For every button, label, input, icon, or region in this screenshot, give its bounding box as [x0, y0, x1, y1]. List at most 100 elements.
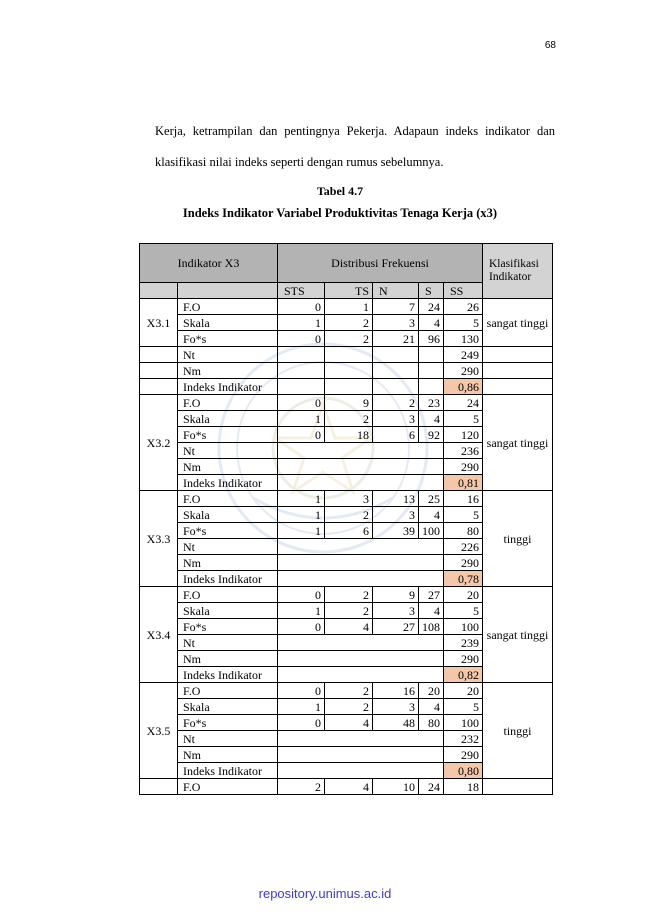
row-label: Indeks Indikator — [177, 762, 278, 779]
cell-value: 5 — [443, 410, 483, 427]
blank-cell — [418, 362, 444, 379]
row-label: Nm — [177, 554, 278, 571]
total-value: 290 — [443, 746, 483, 763]
cell-value: 2 — [324, 682, 373, 699]
cell-value: 0 — [277, 394, 325, 411]
klasifikasi-value: sangat tinggi — [482, 298, 553, 347]
cell-value: 1 — [277, 602, 325, 619]
indeks-value: 0,81 — [443, 474, 483, 491]
footer-repository-link[interactable]: repository.unimus.ac.id — [258, 886, 392, 901]
header-klasifikasi: Klasifikasi Indikator — [482, 243, 553, 299]
row-label: Skala — [177, 602, 278, 619]
page-number: 68 — [544, 40, 556, 51]
klasifikasi-blank — [482, 346, 553, 363]
indeks-value: 0,78 — [443, 570, 483, 587]
cell-value: 6 — [324, 522, 373, 539]
row-label: Nt — [177, 442, 278, 459]
klasifikasi-blank — [482, 362, 553, 379]
cell-value: 2 — [324, 410, 373, 427]
total-value: 249 — [443, 346, 483, 363]
cell-value: 23 — [418, 394, 444, 411]
row-label: F.O — [177, 778, 278, 795]
cell-value: 100 — [443, 714, 483, 731]
blank-cell — [277, 346, 325, 363]
row-label: Fo*s — [177, 426, 278, 443]
cell-value: 4 — [418, 506, 444, 523]
blank-cell — [277, 474, 444, 491]
cell-value: 100 — [418, 522, 444, 539]
cell-value: 18 — [443, 778, 483, 795]
blank-cell — [277, 746, 444, 763]
cell-value: 0 — [277, 586, 325, 603]
cell-value: 3 — [372, 410, 419, 427]
cell-value: 4 — [418, 602, 444, 619]
klasifikasi-value: sangat tinggi — [482, 394, 553, 491]
blank-cell — [277, 570, 444, 587]
klasifikasi-blank — [482, 378, 553, 395]
cell-value: 0 — [277, 714, 325, 731]
cell-value: 20 — [443, 586, 483, 603]
subheader-s: S — [418, 282, 444, 299]
blank-cell — [277, 458, 444, 475]
row-label: Nm — [177, 458, 278, 475]
row-label: F.O — [177, 298, 278, 315]
row-label: F.O — [177, 394, 278, 411]
total-value: 236 — [443, 442, 483, 459]
klasifikasi-blank — [482, 778, 553, 795]
cell-value: 4 — [418, 698, 444, 715]
subheader-ss: SS — [443, 282, 483, 299]
total-value: 290 — [443, 554, 483, 571]
cell-value: 7 — [372, 298, 419, 315]
cell-value: 4 — [324, 778, 373, 795]
blank-cell — [277, 730, 444, 747]
row-label: Nt — [177, 346, 278, 363]
cell-value: 16 — [372, 682, 419, 699]
cell-value: 9 — [324, 394, 373, 411]
blank-cell — [277, 554, 444, 571]
cell-value: 24 — [418, 778, 444, 795]
subheader-ts: TS — [324, 282, 373, 299]
blank-cell — [277, 634, 444, 651]
row-label: F.O — [177, 586, 278, 603]
blank-cell — [277, 538, 444, 555]
cell-value: 2 — [324, 506, 373, 523]
row-label: Fo*s — [177, 522, 278, 539]
cell-value: 25 — [418, 490, 444, 507]
header-distribusi: Distribusi Frekuensi — [277, 243, 483, 283]
cell-value: 100 — [443, 618, 483, 635]
cell-value: 2 — [372, 394, 419, 411]
table-row: Nt 249 — [139, 346, 553, 363]
cell-value: 48 — [372, 714, 419, 731]
cell-value: 3 — [324, 490, 373, 507]
cell-value: 3 — [372, 698, 419, 715]
table-row: Nt 239 — [140, 634, 553, 651]
paragraph-line-1: Kerja, ketrampilan dan pentingnya Pekerj… — [155, 124, 555, 138]
blank-cell — [372, 378, 419, 395]
row-label: Indeks Indikator — [177, 378, 278, 395]
cell-value: 2 — [324, 586, 373, 603]
klasifikasi-value: tinggi — [482, 490, 553, 587]
row-label: Nm — [177, 746, 278, 763]
row-label: Nm — [177, 650, 278, 667]
cell-value: 9 — [372, 586, 419, 603]
row-label: Nt — [177, 634, 278, 651]
total-value: 239 — [443, 634, 483, 651]
cell-value: 2 — [324, 314, 373, 331]
indicator-code: X3.4 — [139, 586, 178, 683]
row-label: F.O — [177, 490, 278, 507]
total-value: 290 — [443, 650, 483, 667]
cell-value: 0 — [277, 330, 325, 347]
subheader-sts: STS — [277, 282, 325, 299]
indicator-code: X3.3 — [139, 490, 178, 587]
row-label: Fo*s — [177, 714, 278, 731]
cell-value: 2 — [324, 602, 373, 619]
